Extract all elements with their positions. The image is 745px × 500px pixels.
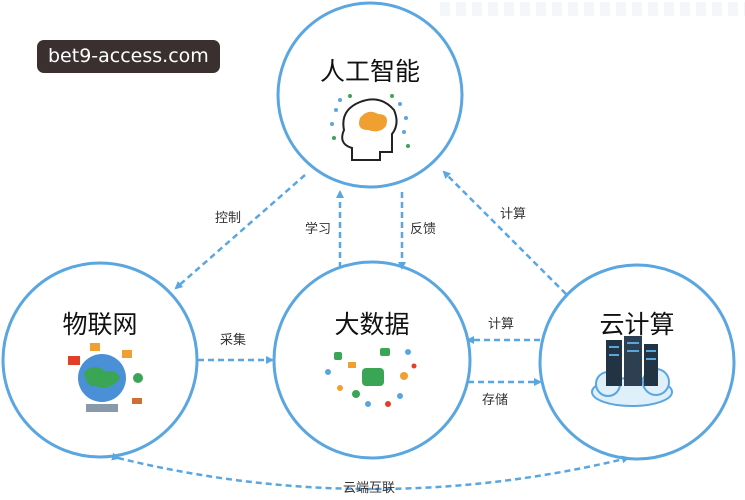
bigdata-node-circle [272,260,472,460]
edge-label-control: 控制 [215,211,241,226]
arrow-cloud-to-ai [442,170,567,295]
arrow-ai-to-iot [174,174,306,290]
iot-node-title: 物联网 [62,310,137,339]
edge-label-cloud-link: 云端互联 [343,481,395,496]
edge-label-collect: 采集 [220,332,246,348]
brain-head-icon [330,94,410,161]
globe-devices-icon [68,343,143,412]
ai-node-title: 人工智能 [320,57,420,86]
watermark-badge: bet9-access.com [37,40,220,73]
bigdata-node-title: 大数据 [334,310,409,339]
edge-label-feedback: 反馈 [410,222,436,237]
edge-label-learn: 学习 [305,221,331,237]
edge-label-compute-ai: 计算 [500,207,526,222]
edge-label-store: 存储 [482,393,508,408]
top-pattern [440,2,745,16]
cloud-node-title: 云计算 [599,310,674,339]
arrow-iot-cloud-link [111,452,630,491]
ai-node-circle [276,1,464,189]
server-cloud-icon [591,336,673,407]
data-network-icon [325,348,417,407]
edge-label-compute-bd: 计算 [488,317,514,332]
